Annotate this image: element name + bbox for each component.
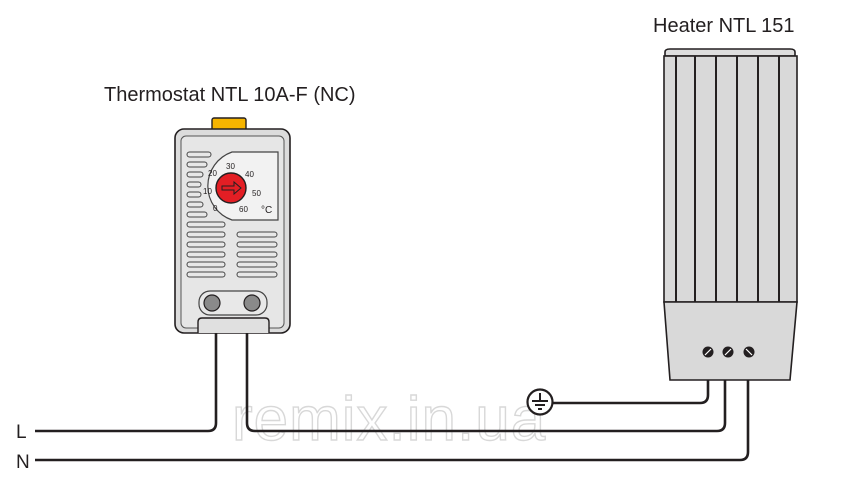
terminal-screw xyxy=(243,294,261,312)
wire-neutral xyxy=(35,352,750,462)
arrow-icon xyxy=(221,180,242,196)
scale-50: 50 xyxy=(252,189,261,198)
ground-symbol-icon xyxy=(526,388,554,416)
watermark: remix.in.ua xyxy=(232,385,546,454)
heater-title: Heater NTL 151 xyxy=(653,15,795,37)
scale-40: 40 xyxy=(245,170,254,179)
scale-60: 60 xyxy=(239,205,248,214)
wire-earth xyxy=(552,352,710,405)
temperature-dial[interactable] xyxy=(215,172,247,204)
wire-live xyxy=(35,330,218,433)
wire-thermostat-heater xyxy=(245,330,727,433)
thermostat-title: Thermostat NTL 10A-F (NC) xyxy=(104,84,356,106)
scale-10: 10 xyxy=(203,187,212,196)
line-label-n: N xyxy=(16,452,30,473)
thermostat: 0 10 20 30 40 50 60 °C xyxy=(174,117,291,334)
scale-30: 30 xyxy=(226,162,235,171)
heater xyxy=(663,48,798,381)
unit-label: °C xyxy=(261,205,272,216)
terminal-screw xyxy=(203,294,221,312)
line-label-l: L xyxy=(16,422,27,443)
scale-20: 20 xyxy=(208,169,217,178)
scale-0: 0 xyxy=(213,204,218,213)
heater-terminals xyxy=(702,346,755,358)
